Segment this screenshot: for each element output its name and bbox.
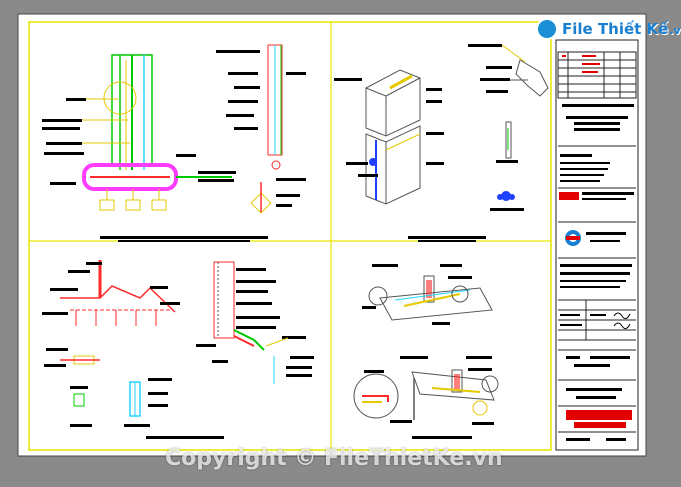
logo-brand-text: File Thiết Kế.vn [562,20,681,38]
company-logo-icon [565,230,581,246]
detail-top-left [42,44,306,242]
drawing-sheet [17,13,647,457]
detail-bottom-left [42,260,314,439]
title-block [555,39,639,451]
copyright-watermark: Copyright © FileThietKe.vn [165,446,503,471]
title-block-red-stamp [566,410,632,420]
logo-mark-icon [536,18,558,40]
site-logo[interactable]: File Thiết Kế.vn [536,14,681,44]
detail-bottom-right [353,264,499,439]
drawing-frame [28,21,552,451]
detail-top-right [334,44,549,242]
